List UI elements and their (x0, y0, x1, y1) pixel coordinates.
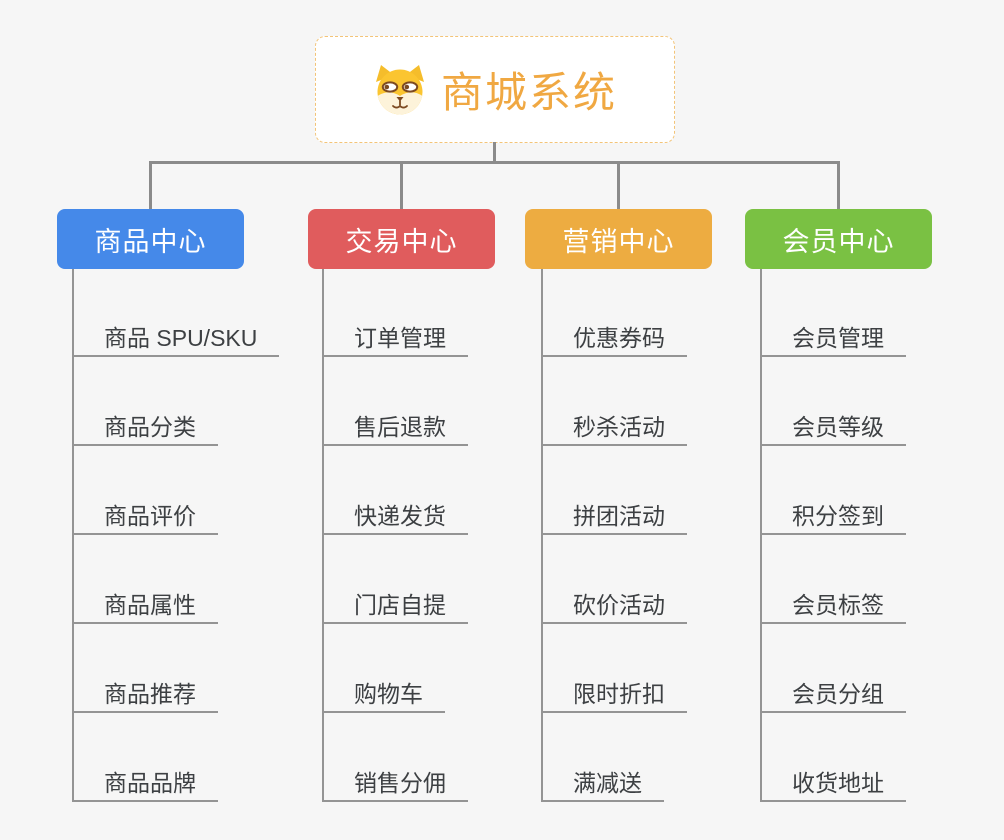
connector-drop-marketing (617, 161, 620, 209)
branch-node-trade-center[interactable]: 交易中心 (308, 209, 495, 269)
branch-node-marketing-center[interactable]: 营销中心 (525, 209, 712, 269)
branch-column-trade: 订单管理 售后退款 快递发货 门店自提 购物车 销售分佣 (322, 269, 572, 809)
connector-drop-trade (400, 161, 403, 209)
leaf-node[interactable]: 门店自提 (322, 574, 468, 624)
leaf-node[interactable]: 拼团活动 (541, 485, 687, 535)
branch-column-member: 会员管理 会员等级 积分签到 会员标签 会员分组 收货地址 (760, 269, 1004, 809)
leaf-node[interactable]: 销售分佣 (322, 752, 468, 802)
branch-column-product: 商品 SPU/SKU 商品分类 商品评价 商品属性 商品推荐 商品品牌 (72, 269, 322, 809)
leaf-node[interactable]: 商品品牌 (72, 752, 218, 802)
connector-drop-member (837, 161, 840, 209)
leaf-node[interactable]: 会员标签 (760, 574, 906, 624)
connector-horizontal-bar (149, 161, 840, 164)
leaf-node[interactable]: 砍价活动 (541, 574, 687, 624)
leaf-node[interactable]: 商品推荐 (72, 663, 218, 713)
leaf-node[interactable]: 商品评价 (72, 485, 218, 535)
branch-node-product-center[interactable]: 商品中心 (57, 209, 244, 269)
leaf-node[interactable]: 会员管理 (760, 307, 906, 357)
connector-drop-product (149, 161, 152, 209)
leaf-node[interactable]: 满减送 (541, 752, 664, 802)
leaf-node[interactable]: 优惠券码 (541, 307, 687, 357)
leaf-node[interactable]: 购物车 (322, 663, 445, 713)
branch-column-marketing: 优惠券码 秒杀活动 拼团活动 砍价活动 限时折扣 满减送 (541, 269, 791, 809)
leaf-node[interactable]: 订单管理 (322, 307, 468, 357)
leaf-node[interactable]: 商品分类 (72, 396, 218, 446)
leaf-node[interactable]: 商品属性 (72, 574, 218, 624)
leaf-node[interactable]: 售后退款 (322, 396, 468, 446)
branch-node-member-center[interactable]: 会员中心 (745, 209, 932, 269)
leaf-node[interactable]: 会员等级 (760, 396, 906, 446)
shiba-dog-icon (375, 64, 424, 114)
leaf-node[interactable]: 快递发货 (322, 485, 468, 535)
root-title: 商城系统 (440, 69, 617, 116)
leaf-node[interactable]: 秒杀活动 (541, 396, 687, 446)
leaf-node[interactable]: 积分签到 (760, 485, 906, 535)
root-node[interactable]: 商城系统 (315, 36, 675, 143)
connector-root-trunk (493, 142, 496, 162)
leaf-node[interactable]: 会员分组 (760, 663, 906, 713)
leaf-node[interactable]: 限时折扣 (541, 663, 687, 713)
leaf-node[interactable]: 商品 SPU/SKU (72, 307, 280, 357)
leaf-node[interactable]: 收货地址 (760, 752, 906, 802)
